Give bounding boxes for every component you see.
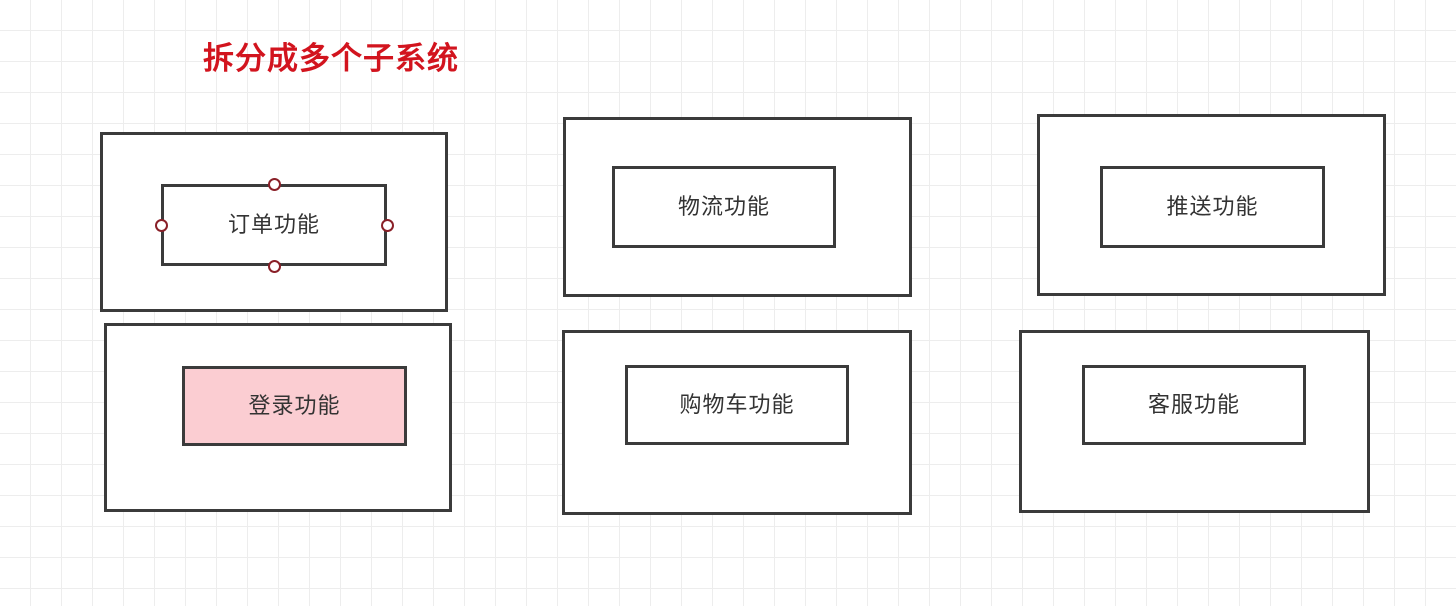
subsystem-order-handle-bottom[interactable]: [267, 259, 281, 273]
subsystem-logistics-label: 物流功能: [677, 194, 770, 219]
subsystem-push-label: 推送功能: [1166, 194, 1259, 219]
subsystem-order-handle-right[interactable]: [380, 218, 394, 232]
subsystem-order-handle-top[interactable]: [267, 177, 281, 191]
subsystem-order-handle-left[interactable]: [154, 218, 168, 232]
subsystem-cart-box[interactable]: 购物车功能: [625, 365, 849, 445]
subsystem-service-box[interactable]: 客服功能: [1082, 365, 1306, 445]
subsystem-logistics-box[interactable]: 物流功能: [612, 166, 836, 248]
subsystem-order-label: 订单功能: [227, 212, 320, 237]
subsystem-login-box[interactable]: 登录功能: [182, 366, 407, 446]
subsystem-service-label: 客服功能: [1147, 392, 1240, 417]
subsystem-push-box[interactable]: 推送功能: [1100, 166, 1325, 248]
page-title: 拆分成多个子系统: [203, 41, 459, 76]
subsystem-login-label: 登录功能: [248, 393, 341, 418]
subsystem-push-container[interactable]: [1037, 114, 1386, 296]
subsystem-order-box[interactable]: 订单功能: [161, 184, 387, 266]
subsystem-cart-label: 购物车功能: [679, 392, 795, 417]
